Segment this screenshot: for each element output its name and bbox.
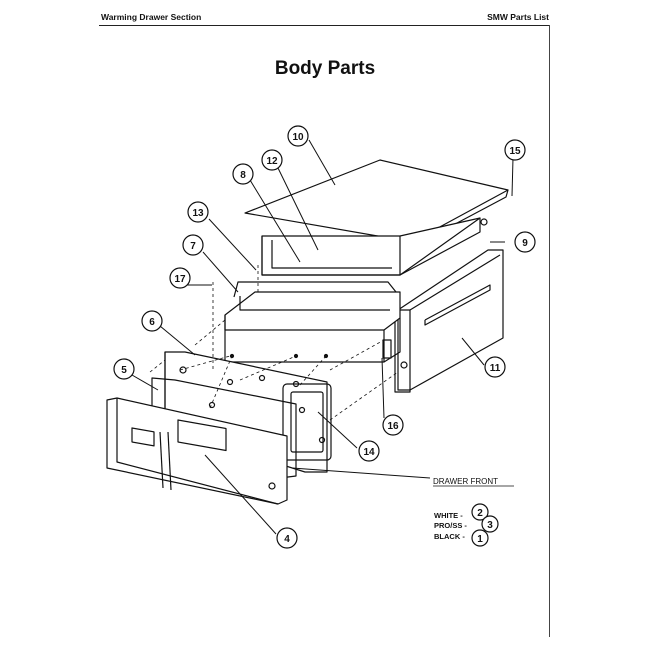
legend-pross-circle	[481, 515, 499, 533]
callout-4: 4	[276, 527, 298, 549]
callout-7: 7	[182, 234, 204, 256]
callout-13: 13	[187, 201, 209, 223]
part-top-cover	[244, 159, 509, 249]
section-header: Warming Drawer Section	[101, 12, 202, 22]
legend-black-label: BLACK -	[434, 532, 465, 541]
callout-17: 17	[169, 267, 191, 289]
assembly-lines	[149, 265, 399, 421]
legend-white-number: 2	[477, 508, 483, 519]
svg-text:15: 15	[509, 146, 521, 157]
svg-text:7: 7	[190, 241, 196, 252]
legend-black-number: 1	[477, 534, 483, 545]
callouts: 10 15 12 8 13 9	[113, 125, 536, 549]
legend-white-circle	[471, 503, 489, 521]
part-front-panel	[106, 397, 288, 505]
legend-pross-label: PRO/SS -	[434, 521, 467, 530]
svg-text:14: 14	[363, 447, 375, 458]
svg-text:5: 5	[121, 365, 127, 376]
svg-text:8: 8	[240, 170, 246, 181]
callout-11: 11	[484, 356, 506, 378]
page-title: Body Parts	[274, 58, 376, 79]
callout-14: 14	[358, 440, 380, 462]
drawer-front-label: DRAWER FRONT	[433, 477, 498, 486]
callout-16: 16	[382, 414, 404, 436]
svg-text:9: 9	[522, 238, 528, 249]
callout-12: 12	[261, 149, 283, 171]
callout-5: 5	[113, 358, 135, 380]
callout-10: 10	[287, 125, 309, 147]
svg-text:10: 10	[292, 132, 304, 143]
callout-15: 15	[504, 139, 526, 161]
svg-text:13: 13	[192, 208, 204, 219]
header-rule	[99, 25, 550, 26]
part-top-frame	[261, 217, 481, 276]
svg-text:6: 6	[149, 317, 155, 328]
svg-text:11: 11	[490, 363, 501, 374]
part-outer-body	[382, 249, 504, 393]
svg-text:12: 12	[266, 156, 278, 167]
callout-8: 8	[232, 163, 254, 185]
legend-black-circle	[471, 529, 489, 547]
callout-9: 9	[514, 231, 536, 253]
margin-rule	[549, 25, 550, 637]
part-drawer-box	[224, 281, 401, 363]
callout-6: 6	[141, 310, 163, 332]
legend-pross-number: 3	[487, 520, 493, 531]
parts-list-header: SMW Parts List	[487, 12, 549, 22]
leader-lines	[131, 139, 514, 535]
svg-text:16: 16	[387, 421, 399, 432]
svg-text:4: 4	[284, 534, 290, 545]
part-frame-gasket	[282, 383, 332, 461]
color-legend: WHITE - 2 PRO/SS - 3 BLACK - 1	[434, 503, 499, 547]
legend-white-label: WHITE -	[434, 511, 463, 520]
svg-text:17: 17	[174, 274, 186, 285]
